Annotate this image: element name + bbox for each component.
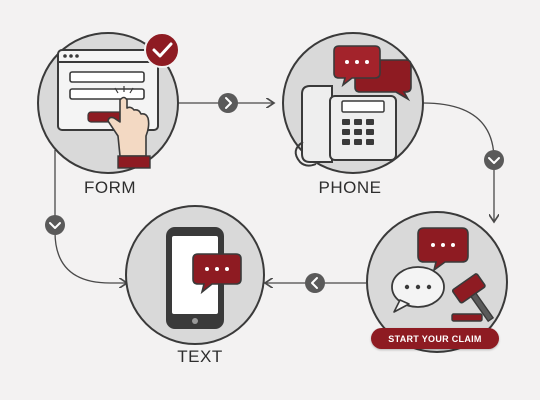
connector-phone-to-claim (422, 102, 504, 222)
text-step-icon (125, 205, 265, 345)
form-step-icon (37, 32, 180, 174)
chevron-down-icon[interactable] (45, 215, 65, 235)
desk-phone-icon (294, 85, 397, 167)
form-step-label: FORM (83, 178, 137, 197)
chat-bubble-icon (333, 45, 412, 102)
check-icon (144, 32, 180, 68)
chevron-left-icon[interactable] (305, 273, 325, 293)
chat-bubble-icon (192, 253, 242, 295)
connector-form-to-phone (178, 93, 274, 113)
claim-step-icon (366, 211, 508, 353)
text-step-label: TEXT (177, 347, 223, 366)
gavel-icon (451, 273, 495, 323)
chevron-right-icon[interactable] (218, 93, 238, 113)
connector-form-to-text (45, 150, 127, 283)
phone-step-icon (282, 32, 424, 174)
connector-claim-to-text (265, 273, 366, 293)
hand-pointer-icon (107, 86, 151, 169)
chat-bubble-icon (391, 266, 445, 313)
chevron-down-icon[interactable] (484, 150, 504, 170)
phone-step-label: PHONE (318, 178, 382, 197)
chat-bubble-icon (417, 227, 469, 272)
start-claim-button[interactable]: START YOUR CLAIM (371, 328, 499, 349)
